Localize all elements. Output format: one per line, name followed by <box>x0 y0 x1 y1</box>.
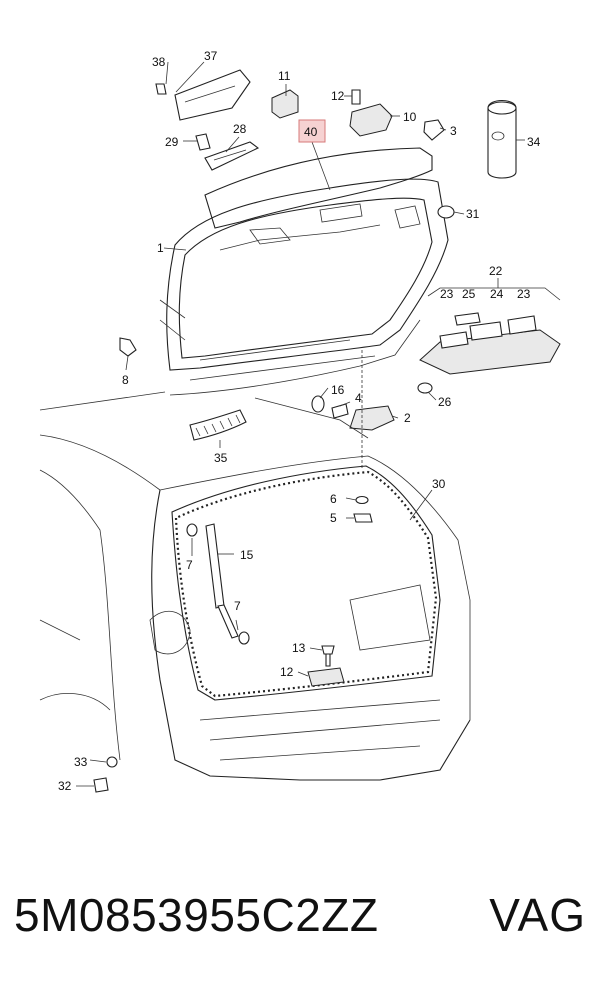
callout-3: 3 <box>450 124 457 138</box>
part-8-screw <box>119 337 137 357</box>
part-12-striker <box>307 667 345 687</box>
part-26-plug <box>417 382 433 394</box>
part-38-screw <box>155 83 167 95</box>
callout-40: 40 <box>304 125 318 139</box>
callout-35: 35 <box>214 451 228 465</box>
callout-23b: 23 <box>517 287 531 301</box>
callout-31: 31 <box>466 207 480 221</box>
part-28-label <box>204 141 260 171</box>
part-10-clip <box>271 89 299 119</box>
callout-2: 2 <box>404 411 411 425</box>
callout-32: 32 <box>58 779 72 793</box>
part-9-bracket <box>349 103 393 137</box>
part-32-screw <box>93 777 109 793</box>
part-3-grommet <box>423 119 445 141</box>
callout-26: 26 <box>438 395 452 409</box>
callout-labels: 38 37 11 12 10 3 34 28 29 40 31 1 22 23 … <box>58 49 541 793</box>
callout-11: 12 <box>331 89 345 103</box>
callout-7a: 7 <box>186 558 193 572</box>
callout-5: 5 <box>330 511 337 525</box>
callout-10: 11 <box>278 69 291 83</box>
part-2-hinge <box>311 395 395 431</box>
part-37-trim-panel <box>174 69 251 121</box>
brand-label: VAG <box>489 889 586 941</box>
callout-30: 30 <box>432 477 446 491</box>
part-13-bolt <box>321 645 335 667</box>
part-35-wire-harness <box>189 409 247 441</box>
callout-8: 8 <box>122 373 129 387</box>
callout-25: 25 <box>462 287 476 301</box>
callout-7b: 7 <box>234 599 241 613</box>
part-33-clip <box>106 756 118 768</box>
callout-6: 6 <box>330 492 337 506</box>
callout-29: 29 <box>165 135 179 149</box>
callout-28: 28 <box>233 122 247 136</box>
part-15-gas-strut <box>186 523 250 645</box>
callout-34: 34 <box>527 135 541 149</box>
part-6-washer <box>355 495 369 505</box>
part-5-nut <box>353 513 373 523</box>
part-34-canister <box>487 99 517 179</box>
callout-1: 1 <box>157 241 164 255</box>
callout-12: 12 <box>280 665 294 679</box>
callout-33: 33 <box>74 755 88 769</box>
callout-22: 22 <box>489 264 503 278</box>
callout-9: 10 <box>403 110 417 124</box>
part-29-grommet <box>195 133 211 151</box>
callout-15: 15 <box>240 548 254 562</box>
part-number: 5M0853955C2ZZ <box>14 889 379 941</box>
part-22-cover-plate <box>419 287 561 375</box>
part-31-cap <box>437 205 455 219</box>
callout-4: 4 <box>355 391 362 405</box>
exploded-parts-diagram: 38 37 11 12 10 3 34 28 29 40 31 1 22 23 … <box>39 49 561 793</box>
tailgate-assembly <box>159 147 449 396</box>
callout-23a: 23 <box>440 287 454 301</box>
callout-16: 16 <box>331 383 345 397</box>
leader-lines <box>76 61 525 787</box>
part-11-screw <box>351 89 361 105</box>
callout-13: 13 <box>292 641 306 655</box>
highlight-box <box>298 119 326 143</box>
vehicle-rear-body <box>39 391 471 781</box>
callout-24: 24 <box>490 287 504 301</box>
callout-38: 38 <box>152 55 166 69</box>
part-30-seal <box>174 470 438 698</box>
callout-37: 37 <box>204 49 218 63</box>
